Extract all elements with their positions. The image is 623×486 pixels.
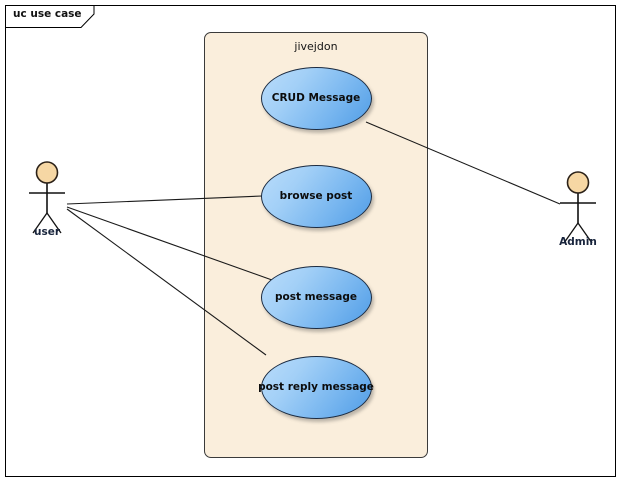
actor-user[interactable]: user [19, 160, 75, 250]
frame-name-tab [5, 5, 95, 28]
usecase-label: post reply message [258, 380, 374, 393]
actor-admin-figure [560, 171, 596, 244]
actor-admin-label: Admin [559, 236, 597, 248]
actor-admin[interactable]: Admin [550, 170, 606, 260]
actor-user-label: user [33, 226, 61, 238]
usecase-browse-post[interactable]: browse post [260, 164, 372, 228]
usecase-post-reply-message[interactable]: post reply message [258, 355, 374, 419]
usecase-crud-message[interactable]: CRUD Message [260, 66, 372, 130]
usecase-label: post message [275, 290, 357, 303]
frame-tab-shape [5, 5, 95, 28]
usecase-post-message[interactable]: post message [260, 265, 372, 329]
package-title: jivejdon [294, 40, 338, 53]
actor-user-figure [29, 161, 65, 234]
usecase-label: browse post [279, 189, 353, 202]
usecase-label: CRUD Message [271, 91, 361, 104]
frame-label: uc use case [13, 8, 82, 20]
